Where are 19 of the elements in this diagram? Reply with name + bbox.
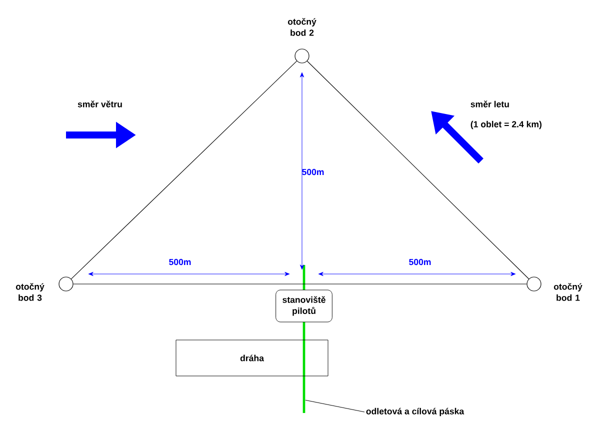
direction-label: směr letu bbox=[470, 100, 509, 108]
course-line bbox=[70, 60, 298, 280]
turn-point-circle bbox=[526, 276, 542, 292]
turn-point-label: otočný bod 3 bbox=[16, 283, 44, 301]
start-finish-tape bbox=[302, 322, 306, 413]
course-line bbox=[306, 60, 530, 280]
dimension-label: 500m bbox=[169, 258, 191, 266]
turn-point-label: otočný bod 2 bbox=[288, 18, 316, 36]
dimension-label: 500m bbox=[409, 258, 431, 266]
direction-label: směr větru bbox=[78, 100, 122, 108]
turn-point-label: otočný bod 1 bbox=[554, 283, 582, 301]
turn-point-circle bbox=[58, 276, 74, 292]
dimension-label: 500m bbox=[302, 168, 324, 176]
pilot-station-box: stanoviště pilotů bbox=[276, 290, 332, 322]
distance-note: (1 oblet = 2.4 km) bbox=[470, 120, 542, 130]
runway-box: dráha bbox=[176, 340, 328, 376]
turn-point-circle bbox=[294, 48, 310, 64]
tape-label: odletová a cílová páska bbox=[366, 408, 464, 416]
leader-line bbox=[305, 400, 365, 412]
